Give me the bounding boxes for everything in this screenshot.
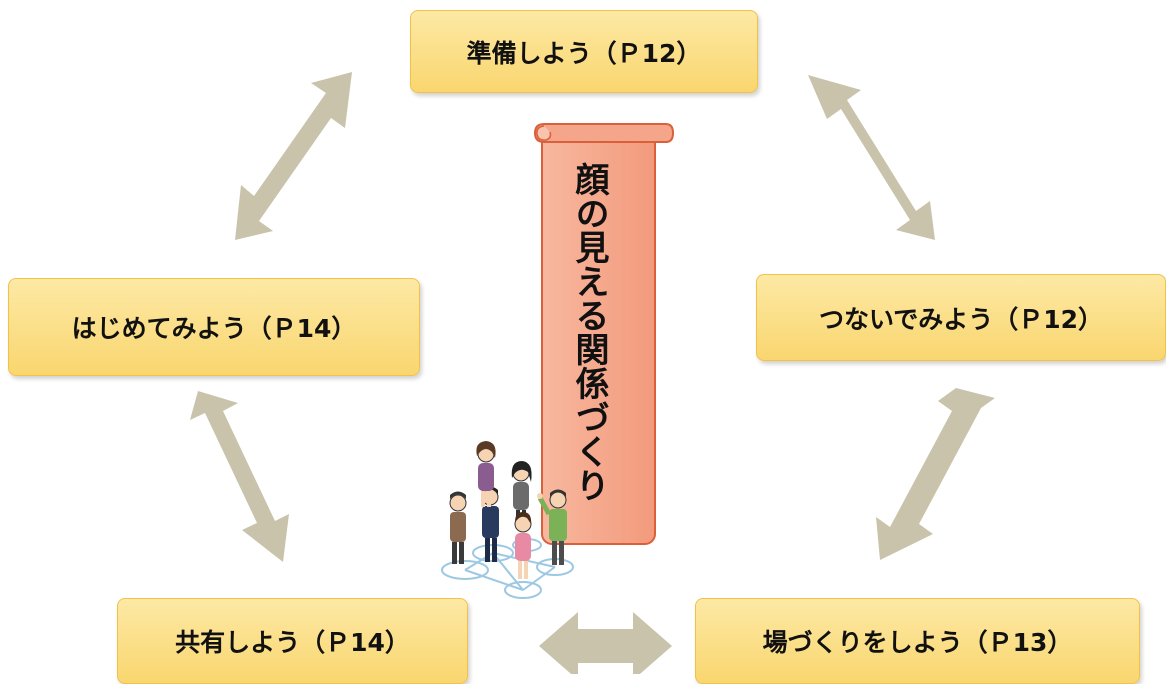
- step-label-prepare: 準備しよう（Ｐ12）: [466, 38, 702, 68]
- arrow-bottom: [539, 612, 672, 674]
- arrow-left-bottom: [190, 391, 289, 562]
- step-label-connect: つないでみよう（Ｐ12）: [818, 304, 1104, 334]
- step-label-share: 共有しよう（Ｐ14）: [175, 628, 410, 657]
- scroll-banner: [533, 123, 675, 545]
- step-box-start: はじめてみよう（Ｐ14）: [8, 278, 420, 376]
- people-network-illustration: [441, 441, 574, 599]
- arrow-top-left: [235, 72, 352, 240]
- arrow-top-right: [808, 75, 935, 240]
- step-box-connect: つないでみよう（Ｐ12）: [756, 274, 1166, 361]
- step-box-share: 共有しよう（Ｐ14）: [117, 598, 468, 684]
- arrow-right-bottom: [876, 388, 995, 560]
- step-label-create-place: 場づくりをしよう（Ｐ13）: [762, 628, 1073, 657]
- step-box-create-place: 場づくりをしよう（Ｐ13）: [695, 598, 1140, 684]
- step-label-start: はじめてみよう（Ｐ14）: [71, 314, 357, 343]
- step-box-prepare: 準備しよう（Ｐ12）: [410, 10, 758, 93]
- banner-title: 顔の見える関係づくり: [569, 162, 609, 502]
